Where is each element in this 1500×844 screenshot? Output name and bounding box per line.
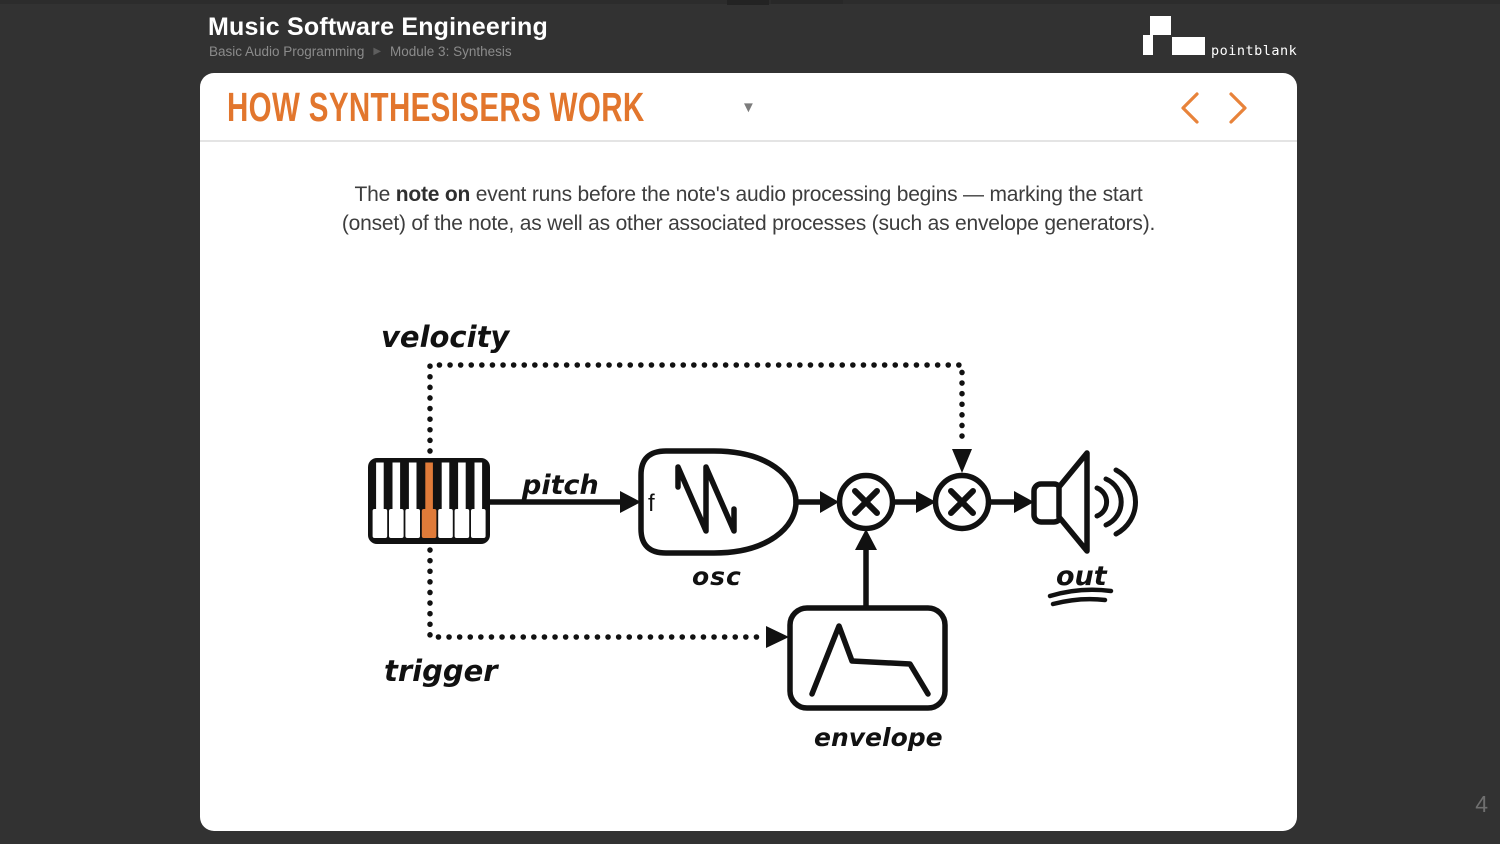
logo-block-icon [1172,37,1205,55]
breadcrumb: Basic Audio Programming ▶ Module 3: Synt… [209,44,512,59]
multiplier-2-node [932,472,992,532]
speaker-icon [1031,450,1139,554]
breadcrumb-course[interactable]: Basic Audio Programming [209,44,365,59]
synth-signal-flow-diagram: velocity pitch osc trigger envelope out … [368,320,1139,752]
logo-wordmark: pointblank [1211,43,1298,59]
velocity-dotted-line [427,362,965,454]
sawtooth-wave-icon [675,464,737,534]
oscillator-node [638,448,799,556]
slide-titlebar: HOW SYNTHESISERS WORK ▼ [200,73,1297,142]
pressed-key-top [425,462,433,510]
trigger-label: trigger [384,654,499,688]
chevron-left-icon [1181,92,1199,124]
trigger-dotted-line [427,547,767,640]
logo-block-icon [1143,35,1153,55]
slide-title-dropdown[interactable]: HOW SYNTHESISERS WORK ▼ [227,73,756,141]
arrowhead-icon [952,449,972,473]
next-slide-button[interactable] [1225,91,1251,125]
slide-canvas: HOW SYNTHESISERS WORK ▼ The note on even… [200,73,1297,831]
logo-block-icon [1150,16,1171,35]
frequency-input-label: f [648,490,655,517]
slide-body-text: The note on event runs before the note's… [200,181,1297,238]
arrowhead-icon [855,529,877,550]
velocity-label: velocity [381,320,510,354]
bold-term: note on [395,183,471,206]
page-number: 4 [1475,791,1488,817]
arrowhead-icon [766,626,789,648]
breadcrumb-module[interactable]: Module 3: Synthesis [390,44,512,59]
titlebar-divider [200,140,1297,142]
envelope-label: envelope [814,723,943,752]
breadcrumb-separator-icon: ▶ [373,46,382,57]
arrowhead-icon [620,491,641,513]
out-label: out [1056,561,1108,592]
body-line-2: (onset) of the note, as well as other as… [341,211,1156,235]
app-title: Music Software Engineering [208,13,548,41]
arrowhead-icon [1014,491,1034,513]
pressed-key [421,509,437,538]
arrowhead-icon [916,491,936,513]
caret-down-icon[interactable]: ▼ [740,98,756,116]
adsr-envelope-icon [809,623,931,697]
pointblank-logo: pointblank [1143,15,1303,59]
out-underline [1047,587,1114,599]
piano-keyboard-icon [368,458,490,544]
prev-slide-button[interactable] [1177,91,1203,125]
slide-title: HOW SYNTHESISERS WORK [227,83,645,130]
multiplier-1-node [836,472,896,532]
top-bar-artifact [727,0,769,5]
envelope-generator-node [787,605,948,711]
sound-wave-icon [1094,485,1110,519]
top-bar-artifact [771,0,843,4]
osc-label: osc [692,562,742,591]
chevron-right-icon [1229,92,1247,124]
pitch-label: pitch [521,470,599,501]
arrowhead-icon [820,491,839,513]
body-line-1: The note on event runs before the note's… [354,183,1143,206]
